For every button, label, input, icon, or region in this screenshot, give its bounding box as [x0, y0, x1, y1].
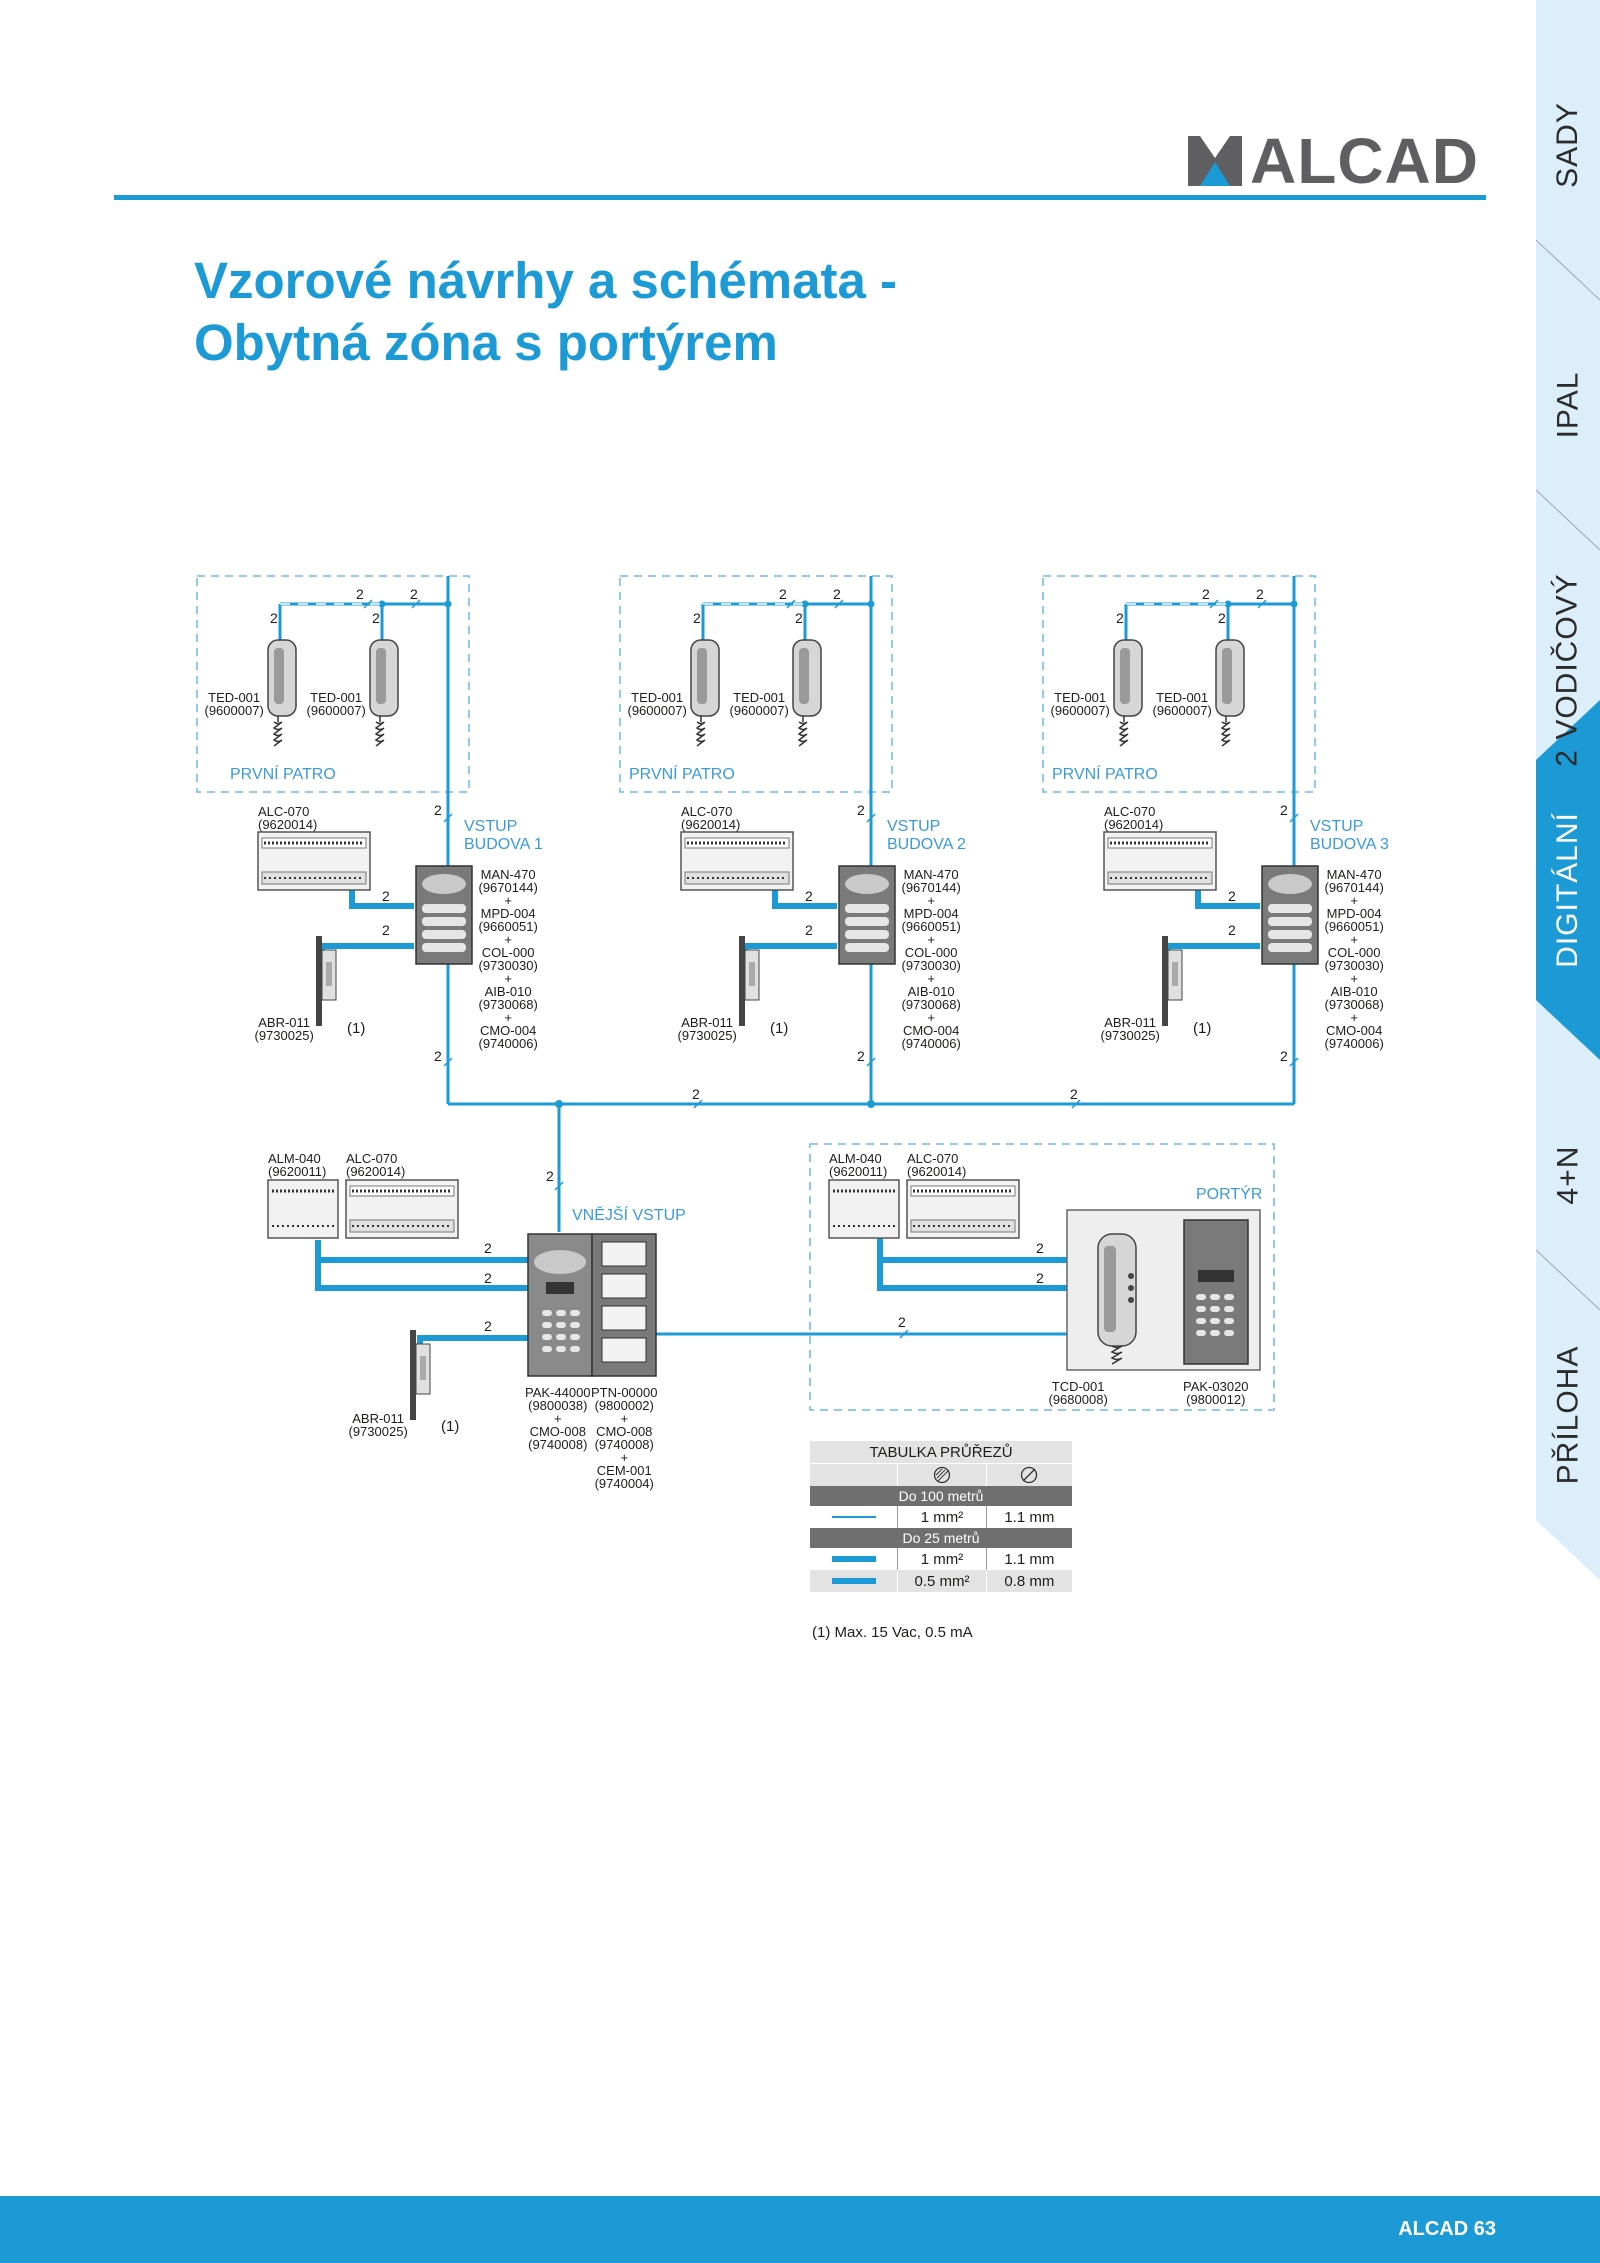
- wire-count: 2: [779, 586, 787, 602]
- section-100m: Do 100 metrů: [810, 1486, 1072, 1506]
- logo-text: ALCAD: [1250, 125, 1479, 197]
- wire-count: 2: [833, 586, 841, 602]
- wire-thin-icon: [831, 1516, 876, 1518]
- lock-note: (1): [347, 1020, 366, 1037]
- wire-count: 2: [1218, 610, 1226, 626]
- lock-note: (1): [1193, 1020, 1212, 1037]
- wire-count: 2: [434, 1048, 442, 1064]
- wire-count: 2: [693, 610, 701, 626]
- lock-label: ABR-011(9730025): [677, 1015, 737, 1043]
- wire-count: 2: [1202, 586, 1210, 602]
- footer-page-label: ALCAD 63: [1398, 2218, 1496, 2240]
- handset-label: TED-001(9600007): [204, 690, 264, 718]
- wire-count: 2: [1116, 610, 1124, 626]
- psu-label: ALC-070(9620014): [907, 1151, 967, 1179]
- lock-note: (1): [441, 1418, 460, 1435]
- handset-label: TED-001(9600007): [1050, 690, 1110, 718]
- wire-count: 2: [1280, 802, 1288, 818]
- cross-section-table: TABULKA PRŮŘEZŮ Do 100 metrů 1 mm² 1.1 m…: [810, 1441, 1072, 1592]
- wire-thick-icon: [831, 1578, 876, 1584]
- wire-count: 2: [484, 1318, 492, 1334]
- wire-count: 2: [805, 922, 813, 938]
- wire-count: 2: [270, 610, 278, 626]
- wire-count: 2: [484, 1240, 492, 1256]
- title-line-2: Obytná zóna s portýrem: [194, 314, 778, 371]
- wire-count: 2: [1256, 586, 1264, 602]
- wire-count: 2: [1036, 1240, 1044, 1256]
- footnote: (1) Max. 15 Vac, 0.5 mA: [812, 1624, 973, 1641]
- wire-count: 2: [857, 1048, 865, 1064]
- footer-bar: ALCAD 63: [0, 2196, 1600, 2263]
- psu-label: ALC-070(9620014): [1104, 804, 1164, 832]
- table-title: TABULKA PRŮŘEZŮ: [810, 1441, 1072, 1463]
- wire-count: 2: [805, 888, 813, 904]
- wire-count: 2: [857, 802, 865, 818]
- wire-count: 2: [434, 802, 442, 818]
- wire-count: 2: [795, 610, 803, 626]
- psu-label: ALC-070(9620014): [681, 804, 741, 832]
- floor-label: PRVNÍ PATRO: [1052, 766, 1158, 783]
- wire-thick-icon: [831, 1556, 876, 1562]
- wire-count: 2: [1228, 922, 1236, 938]
- table-header-row: [810, 1463, 1072, 1486]
- sidebar-tabs-background: [1536, 0, 1600, 1580]
- table-row: 1 mm² 1.1 mm: [810, 1506, 1072, 1528]
- table-row: 1 mm² 1.1 mm: [810, 1548, 1072, 1570]
- section-25m: Do 25 metrů: [810, 1528, 1072, 1548]
- psu-label: ALC-070(9620014): [258, 804, 318, 832]
- lock-note: (1): [770, 1020, 789, 1037]
- wire-count: 2: [898, 1314, 906, 1330]
- header-rule: [114, 195, 1486, 200]
- wire-count: 2: [1036, 1270, 1044, 1286]
- panel-parts-list: MAN-470(9670144)+ MPD-004(9660051)+ COL-…: [1324, 867, 1384, 1051]
- page-title: Vzorové návrhy a schémata - Obytná zóna …: [194, 250, 897, 374]
- psu-label: ALC-070(9620014): [346, 1151, 406, 1179]
- table-row: 0.5 mm² 0.8 mm: [810, 1570, 1072, 1592]
- ptn-label: PTN-00000(9800002)+ CMO-008(9740008)+ CE…: [591, 1385, 658, 1491]
- porter-label: PORTÝR: [1196, 1186, 1263, 1203]
- pak-label: PAK-03020(9800012): [1183, 1379, 1249, 1407]
- panel-parts-list: MAN-470(9670144)+ MPD-004(9660051)+ COL-…: [901, 867, 961, 1051]
- tcd-label: TCD-001(9680008): [1048, 1379, 1108, 1407]
- handset-label: TED-001(9600007): [1152, 690, 1212, 718]
- wire-count: 2: [372, 610, 380, 626]
- wire-count: 2: [356, 586, 364, 602]
- wire-count: 2: [410, 586, 418, 602]
- wire-count: 2: [1280, 1048, 1288, 1064]
- floor-label: PRVNÍ PATRO: [230, 766, 336, 783]
- pak-label: PAK-44000(9800038)+ CMO-008(9740008): [525, 1385, 591, 1452]
- stranded-wire-icon: [897, 1464, 985, 1486]
- alm-label: ALM-040(9620011): [268, 1151, 327, 1179]
- handset-label: TED-001(9600007): [306, 690, 366, 718]
- wire-count: 2: [382, 922, 390, 938]
- handset-label: TED-001(9600007): [627, 690, 687, 718]
- diameter-icon: [985, 1464, 1072, 1486]
- wire-count: 2: [1228, 888, 1236, 904]
- wire-count: 2: [546, 1168, 554, 1184]
- wire-count: 2: [382, 888, 390, 904]
- wire-count: 2: [692, 1086, 700, 1102]
- alm-label: ALM-040(9620011): [829, 1151, 888, 1179]
- panel-parts-list: MAN-470(9670144)+ MPD-004(9660051)+ COL-…: [478, 867, 538, 1051]
- alcad-logo-icon: [1188, 136, 1242, 186]
- lock-label: ABR-011(9730025): [348, 1411, 408, 1439]
- handset-label: TED-001(9600007): [729, 690, 789, 718]
- lock-label: ABR-011(9730025): [254, 1015, 314, 1043]
- floor-label: PRVNÍ PATRO: [629, 766, 735, 783]
- title-line-1: Vzorové návrhy a schémata -: [194, 252, 897, 309]
- wire-count: 2: [1070, 1086, 1078, 1102]
- outer-entry-label: VNĚJŠÍ VSTUP: [572, 1207, 686, 1224]
- wire-count: 2: [484, 1270, 492, 1286]
- lock-label: ABR-011(9730025): [1100, 1015, 1160, 1043]
- alcad-logo: ALCAD: [1188, 125, 1488, 197]
